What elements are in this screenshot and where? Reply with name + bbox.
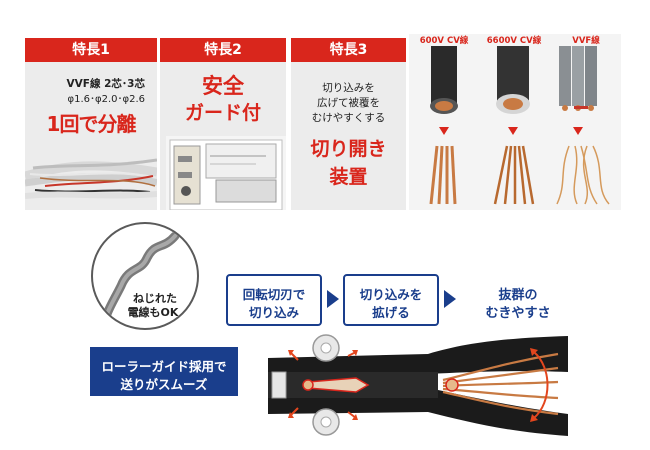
right-arrow-icon (327, 290, 339, 308)
process-step-2-line1: 切り込みを (359, 287, 423, 302)
twisted-wire-line2: 電線もOK (127, 306, 179, 319)
separated-wires-image (25, 138, 157, 210)
down-arrow-icon (573, 127, 583, 135)
down-arrow-icon (508, 127, 518, 135)
twisted-wire-badge: ねじれた 電線もOK (91, 222, 199, 330)
feature-1-spec-line1: VVF線 2芯･3芯 (66, 78, 145, 90)
cable-comparison-panel: 600V CV線 6600V CV線 VVF線 (409, 34, 621, 210)
process-step-1: 回転切刃で 切り込み (226, 274, 322, 326)
cable-label-6600v: 6600V CV線 (486, 36, 542, 46)
roller-guide-line1: ローラーガイド採用で (101, 359, 227, 374)
process-step-1-line2: 切り込み (248, 305, 299, 320)
stripped-conductor-photos (429, 145, 610, 205)
process-step-1-line1: 回転切刃で (242, 287, 306, 302)
process-result-line2: むきやすさ (485, 306, 551, 321)
cable-label-600v: 600V CV線 (419, 36, 469, 46)
safety-guard-image (166, 136, 286, 210)
feature-2-headline-line2: ガード付 (184, 102, 261, 124)
feature-3-text-line3: むけやすくする (311, 112, 386, 124)
roller-guide-line2: 送りがスムーズ (120, 377, 208, 392)
cable-end-photos (430, 46, 597, 114)
process-step-2: 切り込みを 拡げる (343, 274, 439, 326)
twisted-wire-line1: ねじれた (133, 292, 177, 305)
feature-3-text-line1: 切り込みを (322, 82, 375, 94)
feature-2-title: 特長2 (160, 38, 286, 62)
down-arrow-icon (439, 127, 449, 135)
feature-card-1: 特長1 VVF線 2芯･3芯 φ1.6･φ2.0･φ2.6 1回で分離 (25, 38, 157, 210)
feature-3-headline-line2: 装置 (329, 166, 368, 188)
feature-1-headline: 1回で分離 (46, 112, 137, 136)
feature-card-3: 特長3 切り込みを 広げて被覆を むけやすくする 切り開き 装置 (291, 38, 406, 210)
right-arrow-icon (444, 290, 456, 308)
process-result-line1: 抜群の (498, 288, 538, 303)
feature-3-text-line2: 広げて被覆を (317, 97, 380, 109)
roller-guide-label: ローラーガイド採用で 送りがスムーズ (90, 347, 238, 396)
process-step-2-line2: 拡げる (372, 305, 410, 320)
feature-card-2: 特長2 安全 ガード付 (160, 38, 286, 210)
feature-3-title: 特長3 (291, 38, 406, 62)
feature-3-headline-line1: 切り開き (310, 138, 387, 160)
feature-1-spec-line2: φ1.6･φ2.0･φ2.6 (67, 94, 146, 105)
feature-1-title: 特長1 (25, 38, 157, 62)
roller-cutter-illustration (268, 334, 568, 436)
feature-2-headline-line1: 安全 (202, 74, 244, 98)
cable-label-vvf: VVF線 (572, 36, 600, 46)
